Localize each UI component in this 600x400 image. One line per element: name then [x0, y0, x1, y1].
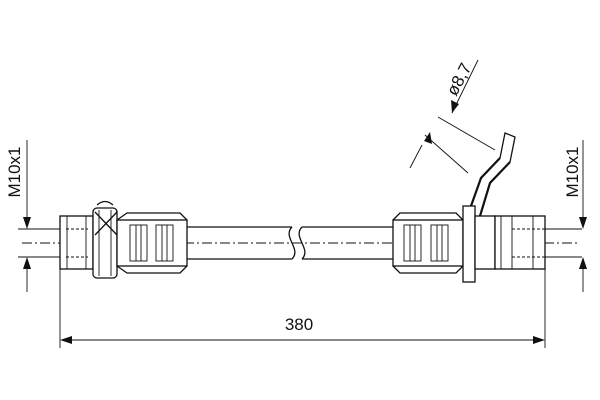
- bracket-hole-dimension: [409, 59, 496, 174]
- left-thread-dimension: [23, 140, 31, 292]
- hose-body: [187, 226, 393, 260]
- left-hex-nut: [92, 200, 118, 279]
- left-thread-label: M10x1: [5, 146, 24, 197]
- right-crimp-sleeve: [392, 212, 464, 274]
- left-crimp-sleeve: [116, 212, 188, 274]
- right-thread-dimension: [579, 140, 587, 292]
- right-thread-label: M10x1: [563, 146, 582, 197]
- left-end-fitting: [59, 215, 94, 270]
- overall-length-dimension: [59, 269, 546, 348]
- right-end-fitting: [494, 215, 546, 270]
- overall-length-label: 380: [285, 315, 313, 334]
- mounting-bracket: [462, 132, 516, 283]
- bracket-hole-label: ø8,7: [443, 60, 476, 99]
